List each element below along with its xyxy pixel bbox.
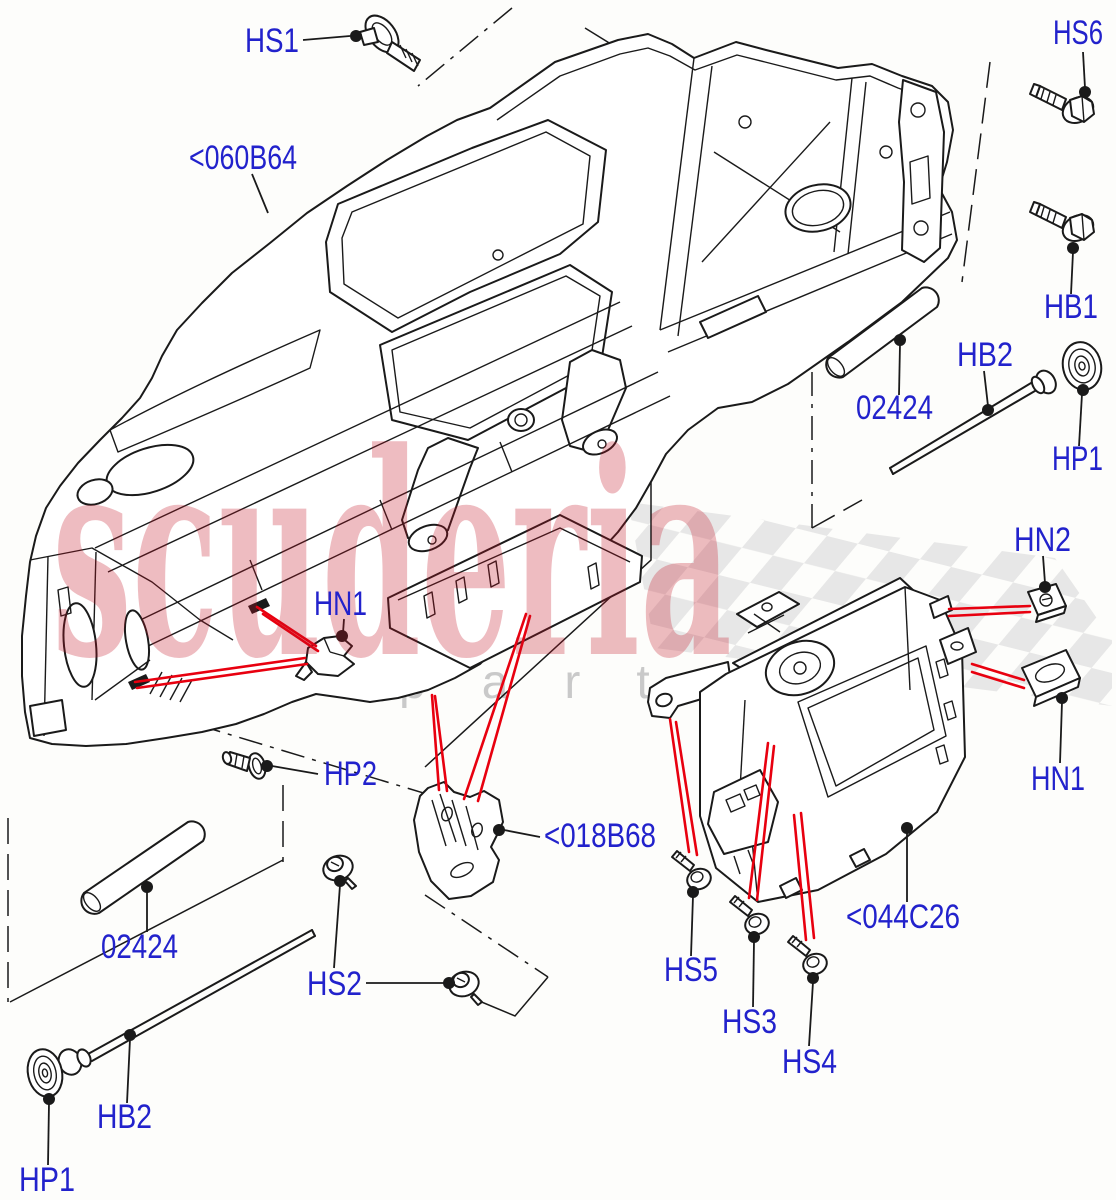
hs2-screw-b-drawing <box>448 970 483 1006</box>
hb2-long-bolt-right-drawing <box>889 369 1057 475</box>
hs1-push-pin-drawing <box>359 14 421 72</box>
callout-label-hb2-right[interactable]: HB2 <box>957 336 1013 374</box>
callout-label-hp1-right[interactable]: HP1 <box>1052 440 1103 478</box>
callout-label-hs1[interactable]: HS1 <box>245 22 299 60</box>
callout-leader-lines <box>43 30 1091 1166</box>
callout-label-hb1[interactable]: HB1 <box>1044 288 1098 326</box>
callout-label-02424-left[interactable]: 02424 <box>101 928 178 966</box>
hn1-clip-nut-left-drawing <box>295 635 355 681</box>
hs4-screw-drawing <box>787 935 828 976</box>
callout-label-hs6[interactable]: HS6 <box>1053 14 1103 52</box>
callout-label-hs3[interactable]: HS3 <box>722 1003 777 1041</box>
callout-label-044c26[interactable]: <044C26 <box>846 898 960 936</box>
callout-labels: HS1 HS6 <060B64 HB1 HB2 02424 HP1 HN2 HN… <box>19 14 1103 1199</box>
callout-label-hp1-left[interactable]: HP1 <box>19 1161 75 1199</box>
hn2-clip-nut-drawing <box>1027 583 1067 623</box>
hb2-long-bolt-left-drawing <box>57 929 316 1076</box>
callout-label-018b68[interactable]: <018B68 <box>544 817 656 855</box>
hb1-flange-bolt-drawing <box>1029 201 1095 242</box>
callout-label-hn2[interactable]: HN2 <box>1014 521 1071 559</box>
callout-label-hs4[interactable]: HS4 <box>782 1043 837 1081</box>
hn1-clip-nut-right-drawing <box>1021 649 1081 707</box>
callout-label-02424-right[interactable]: 02424 <box>856 389 933 427</box>
callout-label-hn1-right[interactable]: HN1 <box>1031 760 1085 798</box>
callout-label-hn1-left[interactable]: HN1 <box>314 585 367 623</box>
hs5-screw-drawing <box>671 850 712 891</box>
callout-label-hb2-left[interactable]: HB2 <box>97 1098 152 1136</box>
hs2-screw-a-drawing <box>322 854 357 890</box>
02424-tube-left-drawing <box>80 820 206 915</box>
callout-label-hs2[interactable]: HS2 <box>307 965 362 1003</box>
02424-tube-right-drawing <box>825 286 940 379</box>
hp2-push-pin-drawing <box>221 751 267 780</box>
brand-watermark-text: scuderia <box>52 392 732 721</box>
callout-label-hp2[interactable]: HP2 <box>324 755 377 793</box>
mounting-bracket-illustration <box>413 781 504 900</box>
instrument-panel-illustration <box>21 33 958 747</box>
callout-label-hs5[interactable]: HS5 <box>664 951 718 989</box>
red-alignment-lines <box>133 604 1032 942</box>
callout-label-060b64[interactable]: <060B64 <box>189 139 297 177</box>
hs3-screw-drawing <box>729 895 770 936</box>
hs6-flange-bolt-drawing <box>1029 83 1095 124</box>
